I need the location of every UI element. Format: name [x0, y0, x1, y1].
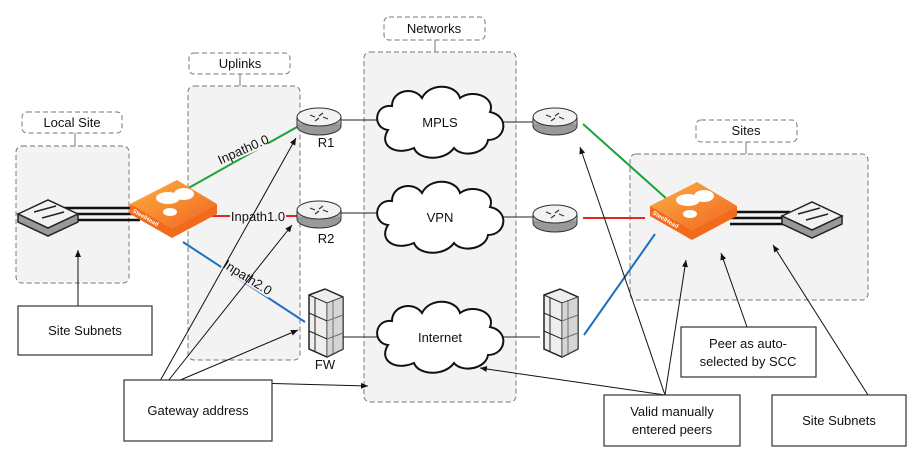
mpls-label: MPLS [422, 115, 458, 130]
peer-auto-selected-callout: Peer as auto- selected by SCC [680, 326, 817, 378]
local-site-group: Local Site [15, 111, 130, 284]
svg-text:Site Subnets: Site Subnets [48, 323, 122, 338]
r2-router-icon [296, 200, 342, 229]
internet-label: Internet [418, 330, 462, 345]
fw-label: FW [315, 357, 336, 372]
vpn-label: VPN [427, 210, 454, 225]
gateway-address-callout: Gateway address [123, 379, 273, 442]
svg-text:Site Subnets: Site Subnets [802, 413, 876, 428]
inpath1-label: Inpath1.0 [231, 209, 285, 224]
r1-router-icon [296, 107, 342, 136]
uplinks-label: Uplinks [219, 56, 262, 71]
site-subnets-left-callout: Site Subnets [17, 305, 153, 356]
local-site-label: Local Site [43, 115, 100, 130]
svg-text:Peer as auto-: Peer as auto- [709, 336, 787, 351]
valid-peers-callout: Valid manually entered peers [603, 394, 741, 447]
svg-text:selected by SCC: selected by SCC [700, 354, 797, 369]
networks-label: Networks [407, 21, 462, 36]
remote-router-1-icon [532, 107, 578, 136]
site-subnets-right-callout: Site Subnets [771, 394, 907, 447]
annotation-arrows [75, 137, 869, 396]
sites-label: Sites [732, 123, 761, 138]
remote-router-2-icon [532, 204, 578, 233]
inpath0-link [184, 126, 298, 191]
svg-text:entered peers: entered peers [632, 422, 713, 437]
r2-label: R2 [318, 231, 335, 246]
svg-text:Gateway address: Gateway address [147, 403, 249, 418]
r1-label: R1 [318, 135, 335, 150]
remote-firewall-icon [543, 288, 579, 358]
fw-icon [308, 288, 344, 358]
svg-text:Valid manually: Valid manually [630, 404, 714, 419]
